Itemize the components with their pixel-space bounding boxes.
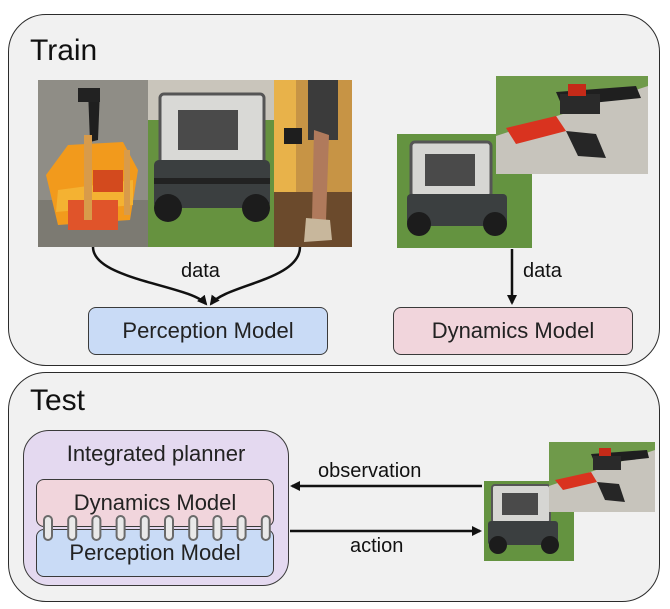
arrow-photos-to-perception-left <box>91 246 208 306</box>
test-title: Test <box>30 384 86 417</box>
chain-link <box>91 515 102 541</box>
photo-drone-train <box>496 76 648 174</box>
chain-link <box>188 515 199 541</box>
chain-link <box>67 515 78 541</box>
chain-links-icon <box>43 515 271 541</box>
train-perception-model-box: Perception Model <box>88 307 328 355</box>
chain-link <box>260 515 271 541</box>
action-label: action <box>350 535 404 557</box>
photo-grey-robot-grass <box>148 80 274 247</box>
train-dynamics-model-box: Dynamics Model <box>393 307 633 355</box>
train-data-label-right: data <box>523 260 562 282</box>
photo-drone-test <box>549 442 655 512</box>
arrow-photos-to-perception-right <box>209 246 302 306</box>
integrated-planner-title: Integrated planner <box>66 441 246 466</box>
chain-link <box>236 515 247 541</box>
chain-link <box>212 515 223 541</box>
chain-link <box>139 515 150 541</box>
photo-orange-robot-sand <box>38 80 148 247</box>
chain-link <box>43 515 53 541</box>
train-title: Train <box>30 34 98 67</box>
observation-label: observation <box>318 460 422 482</box>
photo-handheld-camera <box>274 80 352 247</box>
train-data-label-left: data <box>181 260 220 282</box>
chain-link <box>164 515 174 541</box>
chain-link <box>115 515 126 541</box>
